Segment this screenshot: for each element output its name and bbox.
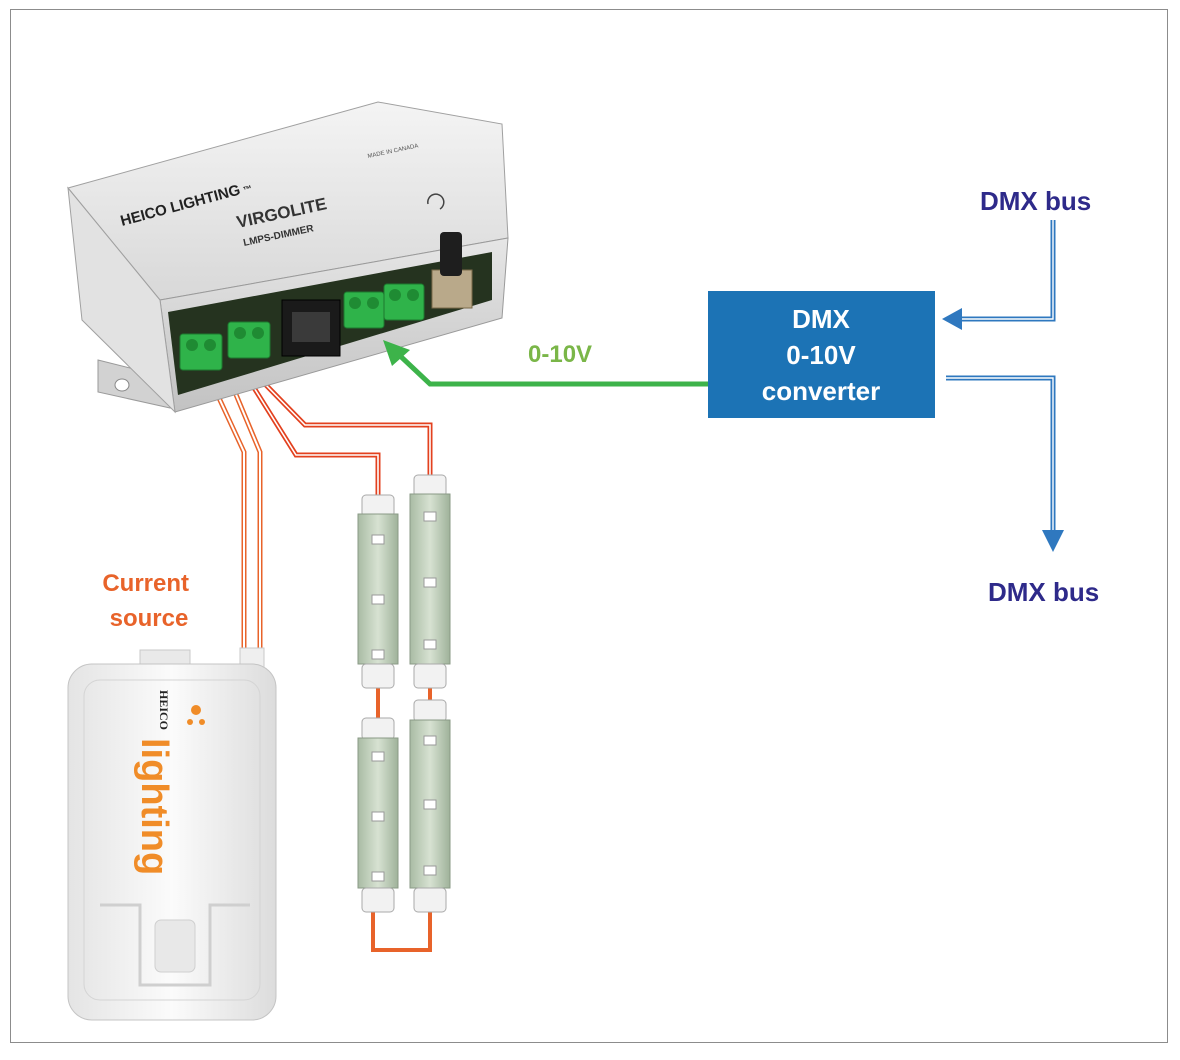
led-loop-wire	[371, 905, 432, 952]
terminal-block-2	[227, 321, 271, 359]
dmx-bus-bottom-label: DMX bus	[988, 577, 1099, 607]
led-strip-bottom-left	[357, 717, 399, 913]
dmx-bus-top-label: DMX bus	[980, 186, 1091, 216]
current-source-wires	[210, 375, 263, 655]
logo-dot-icon	[191, 705, 201, 715]
current-source-line-2: source	[110, 605, 189, 632]
converter-line-2: 0-10V	[786, 340, 856, 370]
current-source-line-1: Current	[102, 570, 189, 597]
psu-brand-large: lighting	[133, 738, 175, 875]
rj45-port	[281, 299, 341, 357]
led-module-image	[357, 474, 451, 913]
converter-line-3: converter	[762, 376, 881, 406]
green-signal-arrow	[383, 340, 708, 387]
dimmer-device-image: HEICO LIGHTING™ VIRGOLITE LMPS-DIMMER MA…	[67, 101, 509, 414]
power-supply-image: HEICO lighting	[67, 647, 277, 1021]
voltage-signal-label: 0-10V	[528, 341, 592, 368]
terminal-block-1	[179, 333, 223, 371]
psu-brand-small: HEICO	[157, 690, 171, 730]
led-strip-top-right	[409, 474, 451, 689]
terminal-block-3	[343, 291, 385, 329]
current-source-label: Current source	[102, 570, 195, 632]
led-output-wires	[248, 370, 433, 495]
terminal-block-4	[383, 283, 425, 321]
potentiometer-knob	[431, 232, 473, 309]
led-strip-bottom-right	[409, 699, 451, 913]
converter-line-1: DMX	[792, 304, 850, 334]
led-strip-top-left	[357, 494, 399, 689]
rotation-arrow-icon	[427, 193, 445, 210]
dmx-bus-in-arrow	[942, 220, 1056, 330]
dmx-converter-box: DMX 0-10V converter	[708, 291, 935, 418]
dmx-bus-out-arrow	[946, 375, 1064, 552]
